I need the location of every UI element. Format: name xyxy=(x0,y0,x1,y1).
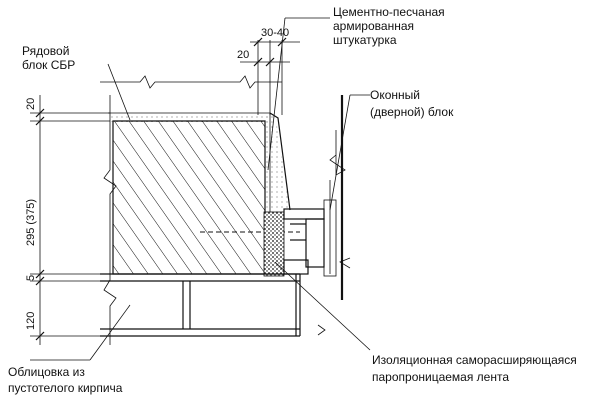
left-break-line xyxy=(103,95,117,345)
leader-lines xyxy=(30,17,371,361)
label-plaster-1: Цементно-песчаная xyxy=(333,5,445,19)
plaster-layer xyxy=(108,112,270,122)
dim-left-joint: 5 xyxy=(25,275,37,281)
label-plaster-2: армированная xyxy=(333,19,414,33)
dim-left-brick: 120 xyxy=(25,312,37,330)
dim-left-top: 20 xyxy=(25,98,37,110)
right-break-line xyxy=(317,257,351,336)
label-plaster-3: штукатурка xyxy=(333,33,397,47)
window-frame xyxy=(283,95,346,300)
top-break-line xyxy=(100,75,282,89)
label-facing-2: пустотелого кирпича xyxy=(8,381,123,395)
label-facing-1: Облицовка из xyxy=(8,365,85,379)
dim-top-offset: 20 xyxy=(237,49,249,61)
brick-facing xyxy=(100,273,301,337)
dim-left-block: 295 (375) xyxy=(25,199,37,246)
label-row-block-2: блок СБР xyxy=(22,58,75,72)
label-tape-2: паропроницаемая лента xyxy=(372,370,509,384)
insulation-tape xyxy=(263,211,285,277)
dim-top-gap: 30-40 xyxy=(261,27,289,39)
label-window-2: (дверной) блок xyxy=(370,105,454,119)
label-tape-1: Изоляционная саморасширяющаяся xyxy=(372,353,577,367)
top-dimension xyxy=(240,37,300,115)
left-dimension-chain xyxy=(30,95,110,345)
label-window-1: Оконный xyxy=(370,88,420,102)
label-row-block-1: Рядовой xyxy=(22,44,69,58)
